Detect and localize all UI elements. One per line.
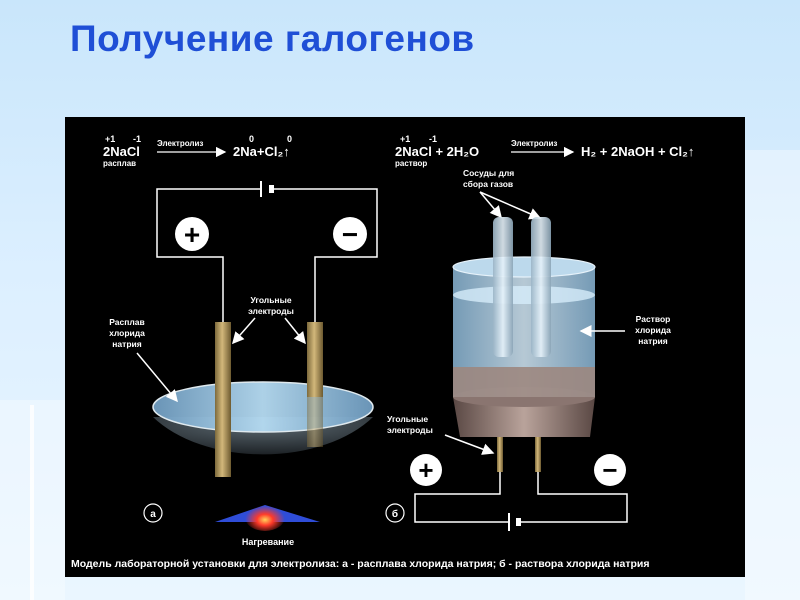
right-beaker-rim [452,256,596,278]
left-oxidation-na: +1 [105,134,115,144]
gas-tube-left [493,217,513,357]
left-battery-short [269,185,274,193]
right-oxidation-na: +1 [400,134,410,144]
right-apparatus: Сосуды для сбора газов Раствор хлорида н… [385,168,671,531]
left-products: 2Na+Cl₂↑ [233,144,290,159]
left-equation: +1 -1 2NaCl расплав Электролиз 0 0 2Na+C… [103,134,292,168]
right-circuit-wire [414,472,628,523]
solution-label-2: хлорида [635,325,671,335]
left-reactant: 2NaCl [103,144,140,159]
left-plus-terminal [175,217,209,251]
left-minus-sign: − [342,219,358,250]
right-products: H₂ + 2NaOH + Cl₂↑ [581,144,694,159]
left-bowl-rim [152,381,374,433]
right-minus-sign: − [602,455,617,485]
left-oxidation-na0: 0 [249,134,254,144]
bg-line-left [30,405,34,600]
right-oxidation-cl: -1 [429,134,437,144]
right-electrodes-label-2: электроды [387,425,433,435]
vessels-pointer-a [479,191,502,219]
right-equation: +1 -1 2NaCl + 2H₂O раствор Электролиз H₂… [395,134,694,168]
page-title: Получение галогенов [70,18,475,59]
right-arrow-label: Электролиз [511,139,557,148]
left-anode [215,322,231,477]
left-oxidation-cl0: 0 [287,134,292,144]
right-base [453,397,595,437]
left-melt-label-1: Расплав [109,317,145,327]
right-plus-terminal [410,454,442,486]
right-solution-surface [453,286,595,304]
flame-icon [245,503,285,531]
solution-label-1: Раствор [636,314,671,324]
right-minus-terminal [594,454,626,486]
left-minus-terminal [333,217,367,251]
figure-caption: Модель лабораторной установки для электр… [71,558,649,570]
left-cathode-submerged [307,397,323,447]
left-arrow-label: Электролиз [157,139,203,148]
right-electrodes-label-1: Угольные [387,414,428,424]
left-plus-sign: + [184,219,200,250]
left-melt-label-3: натрия [112,339,141,349]
right-plus-sign: + [418,455,433,485]
right-beaker-bottom [453,367,595,397]
electrolysis-figure: +1 -1 2NaCl расплав Электролиз 0 0 2Na+C… [65,117,745,577]
vessels-pointer-b [479,191,542,220]
right-letter: б [392,508,398,520]
right-electrode-pointer [444,434,495,455]
left-electrodes-label-1: Угольные [250,295,291,305]
left-letter-circle [143,503,163,523]
left-melt-pointer [136,352,178,403]
solution-label-3: натрия [638,336,667,346]
left-electrodes-label-2: электроды [248,306,294,316]
right-cathode [535,437,541,472]
heat-label: Нагревание [242,537,294,547]
electrolysis-diagram: +1 -1 2NaCl расплав Электролиз 0 0 2Na+C… [71,134,694,570]
left-melt-label-2: хлорида [109,328,145,338]
left-circuit-wire [156,188,378,322]
right-anode [497,437,503,472]
left-electrode-pointer-b [284,317,306,345]
left-apparatus: + − Расплав хлорида натрия Угольные элек… [109,181,378,547]
left-state: расплав [103,159,136,168]
right-state: раствор [395,159,427,168]
right-reactant: 2NaCl + 2H₂O [395,144,479,159]
vessels-label-1: Сосуды для [463,168,514,178]
vessels-label-2: сбора газов [463,179,513,189]
gas-tube-right [531,217,551,357]
right-battery-short [516,518,521,526]
right-letter-circle [385,503,405,523]
left-electrode-pointer-a [232,317,256,345]
left-oxidation-cl: -1 [133,134,141,144]
left-cathode [307,322,323,397]
left-letter: а [150,509,156,520]
bg-stripe-right [745,150,800,600]
